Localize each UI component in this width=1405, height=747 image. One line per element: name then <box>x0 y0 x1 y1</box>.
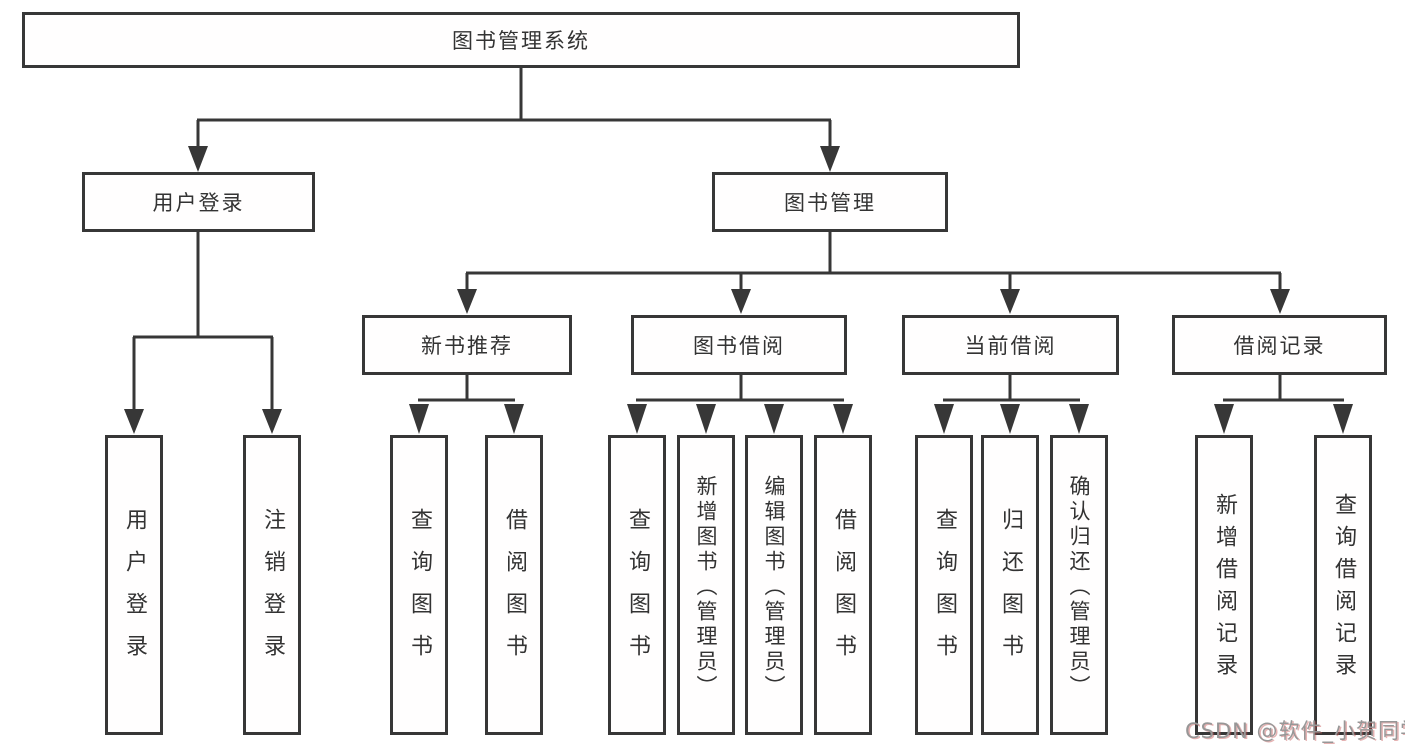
node-user-login: 用户登录 <box>82 172 315 232</box>
node-root: 图书管理系统 <box>22 12 1020 68</box>
leaf-cb-confirm-return: 确认归还（管理员） <box>1050 435 1108 735</box>
leaf-user-login: 用户登录 <box>105 435 163 735</box>
arrowhead-icon <box>409 404 429 434</box>
arrowhead-icon <box>1214 404 1234 434</box>
connectors-book-mgmt <box>457 232 1290 314</box>
arrowhead-icon <box>1069 404 1089 434</box>
node-book-borrow: 图书借阅 <box>631 315 847 375</box>
arrowhead-icon <box>764 404 784 434</box>
connectors-user-login <box>124 232 282 434</box>
arrowhead-icon <box>504 404 524 434</box>
arrowhead-icon <box>124 409 144 434</box>
node-borrow-record: 借阅记录 <box>1172 315 1387 375</box>
leaf-cb-query-book: 查询图书 <box>915 435 973 735</box>
arrowhead-icon <box>934 404 954 434</box>
arrowhead-icon <box>457 289 477 314</box>
arrowhead-icon <box>731 289 751 314</box>
connectors-current-borrow <box>934 375 1089 434</box>
node-new-book-rec: 新书推荐 <box>362 315 572 375</box>
leaf-rec-query-book: 查询图书 <box>390 435 448 735</box>
arrowhead-icon <box>820 146 840 172</box>
csdn-watermark: CSDN @软件_小贺同学 <box>1185 719 1405 743</box>
node-current-borrow: 当前借阅 <box>902 315 1119 375</box>
leaf-logout: 注销登录 <box>243 435 301 735</box>
leaf-bb-borrow-book: 借阅图书 <box>814 435 872 735</box>
arrowhead-icon <box>1000 289 1020 314</box>
node-book-mgmt: 图书管理 <box>712 172 948 232</box>
arrowhead-icon <box>188 146 208 172</box>
leaf-bb-edit-book: 编辑图书（管理员） <box>745 435 803 735</box>
arrowhead-icon <box>1333 404 1353 434</box>
leaf-bb-query-book: 查询图书 <box>608 435 666 735</box>
leaf-bb-add-book: 新增图书（管理员） <box>677 435 735 735</box>
leaf-br-query-record: 查询借阅记录 <box>1314 435 1372 735</box>
connectors-borrow-record <box>1214 375 1353 434</box>
arrowhead-icon <box>262 409 282 434</box>
arrowhead-icon <box>1270 289 1290 314</box>
arrowhead-icon <box>833 404 853 434</box>
connectors-book-borrow <box>627 375 853 434</box>
arrowhead-icon <box>627 404 647 434</box>
arrowhead-icon <box>696 404 716 434</box>
connectors-new-book-rec <box>409 375 524 434</box>
leaf-br-add-record: 新增借阅记录 <box>1195 435 1253 735</box>
connectors-root <box>188 68 840 172</box>
leaf-cb-return-book: 归还图书 <box>981 435 1039 735</box>
leaf-rec-borrow-book: 借阅图书 <box>485 435 543 735</box>
arrowhead-icon <box>1000 404 1020 434</box>
